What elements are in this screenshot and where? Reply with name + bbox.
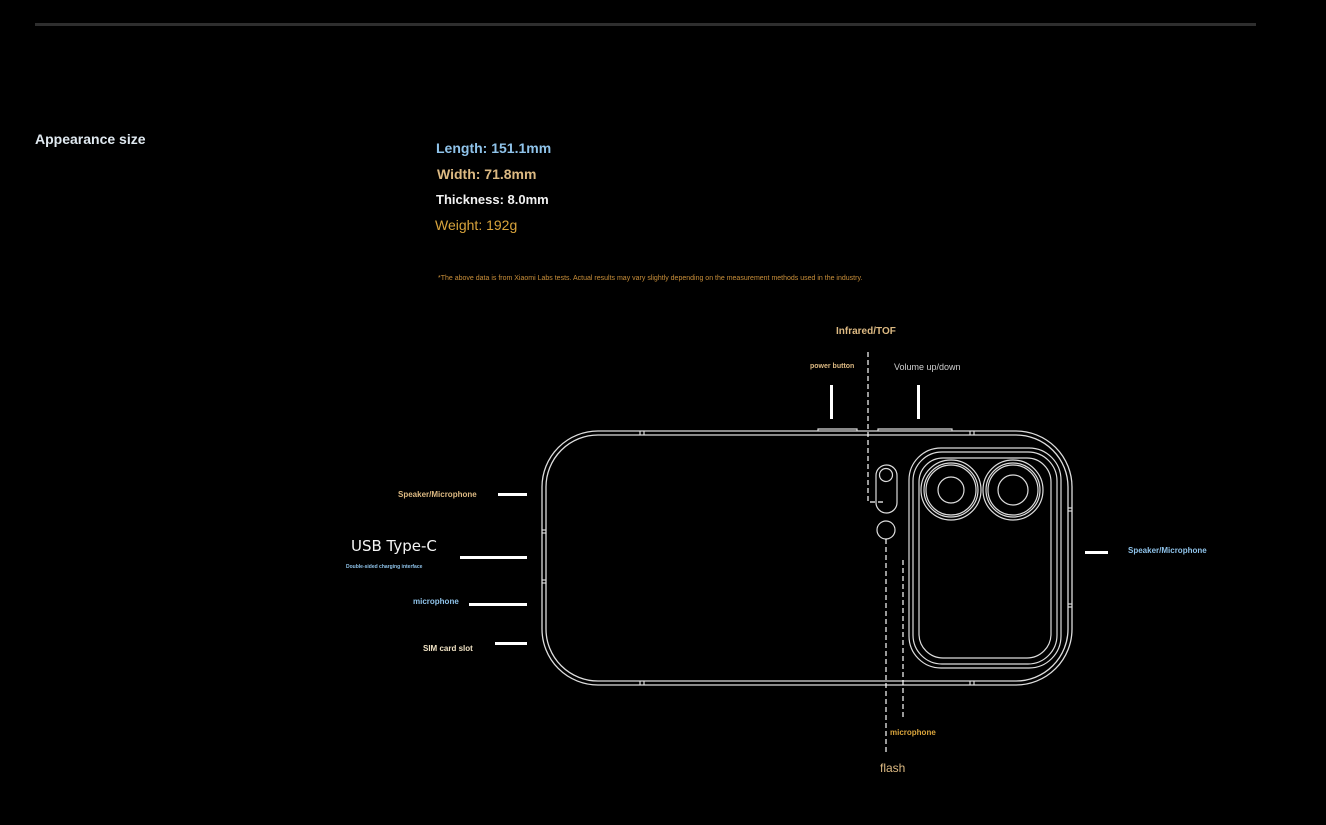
label-flash: flash (880, 761, 906, 775)
label-microphone-left: microphone (413, 597, 459, 606)
spec-length: Length: 151.1mm (436, 140, 552, 156)
main-lens-icon (920, 459, 982, 521)
leader-lines (867, 352, 904, 755)
speaker-right-marker (1085, 551, 1108, 554)
label-infrared: Infrared/TOF (836, 326, 896, 337)
spec-weight: Weight: 192g (435, 217, 518, 233)
label-usb: USB Type-C (351, 537, 437, 555)
spec-thickness: Thickness: 8.0mm (436, 192, 549, 207)
secondary-lens-icon (982, 459, 1044, 521)
label-speaker-left: Speaker/Microphone (398, 490, 477, 499)
power-button-marker (830, 385, 833, 419)
phone-body (541, 430, 1073, 686)
top-divider (35, 23, 1256, 26)
spec-width: Width: 71.8mm (437, 166, 537, 182)
side-buttons (542, 428, 1072, 685)
label-sim: SIM card slot (423, 644, 473, 653)
sim-marker (495, 642, 527, 645)
volume-marker (917, 385, 920, 419)
microphone-hole-icon (876, 520, 896, 540)
section-title: Appearance size (35, 131, 146, 147)
label-power-button: power button (810, 363, 855, 370)
usb-marker (460, 556, 527, 559)
label-speaker-right: Speaker/Microphone (1128, 546, 1207, 555)
label-volume: Volume up/down (894, 362, 961, 372)
flash-icon (875, 464, 898, 514)
label-microphone-bottom: microphone (890, 728, 936, 737)
footnote: *The above data is from Xiaomi Labs test… (438, 275, 863, 282)
microphone-left-marker (469, 603, 527, 606)
speaker-left-marker (498, 493, 527, 496)
label-usb-subtitle: Double-sided charging interface (346, 564, 423, 570)
camera-module (875, 447, 1062, 669)
